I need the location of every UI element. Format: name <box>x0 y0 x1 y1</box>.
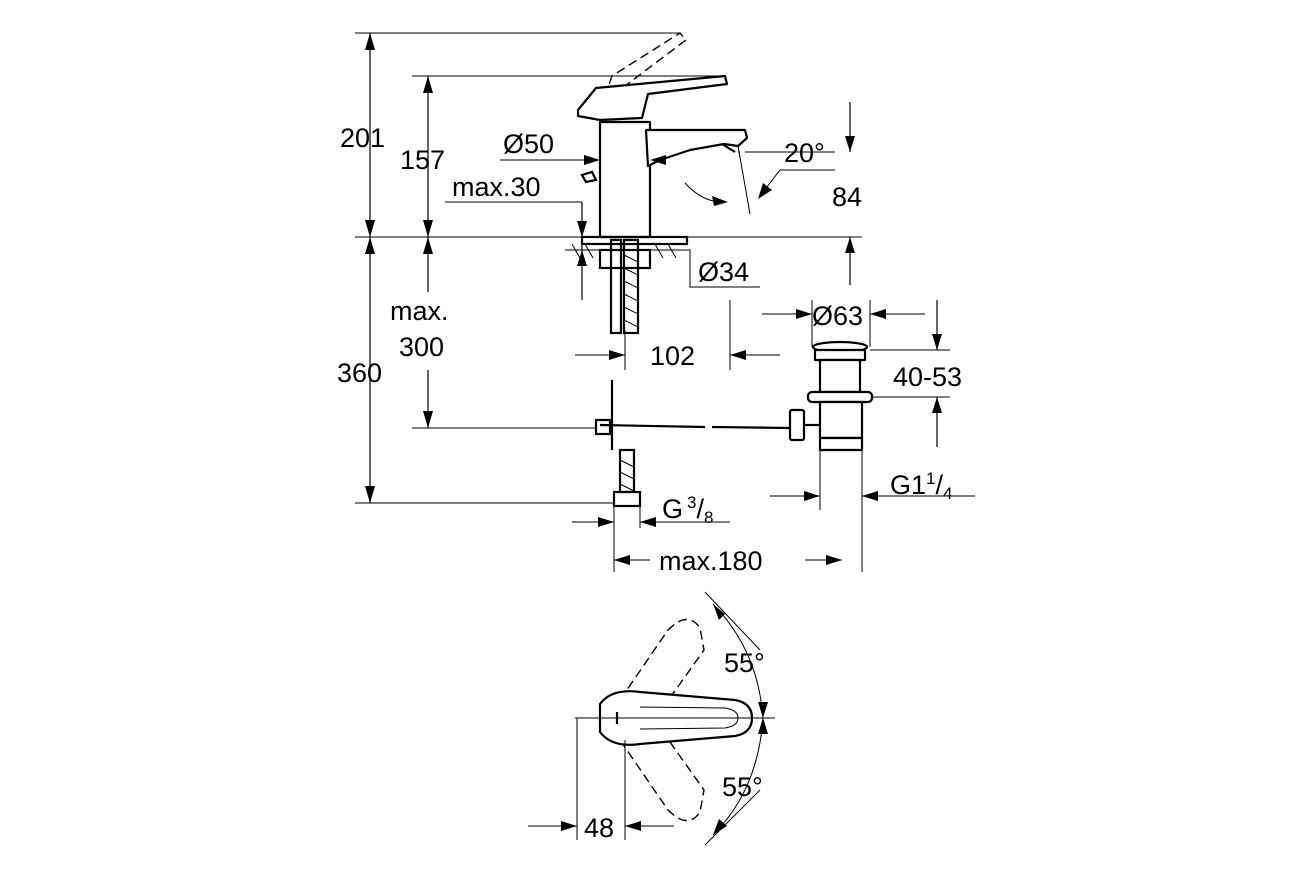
label-o63: Ø63 <box>812 301 863 331</box>
faucet-side-view <box>355 32 862 508</box>
label-o34: Ø34 <box>698 257 749 287</box>
label-84: 84 <box>832 182 862 212</box>
hose-nut <box>612 490 642 508</box>
label-157: 157 <box>400 145 445 175</box>
dimension-labels: 201 157 Ø50 max.30 20° 84 Ø34 360 max. 3… <box>337 123 962 843</box>
flex-hose-upper <box>622 238 640 335</box>
popup-rod <box>580 170 598 184</box>
threaded-shank <box>609 238 623 335</box>
waste-nut <box>818 436 864 452</box>
label-360: 360 <box>337 358 382 388</box>
label-max30: max.30 <box>452 172 541 202</box>
label-55deg-bottom: 55° <box>722 772 763 802</box>
label-300: 300 <box>399 332 444 362</box>
flex-hose-lower <box>618 448 636 494</box>
rod-clip <box>594 418 612 436</box>
waste-rod-nut <box>788 408 806 442</box>
label-20deg: 20° <box>784 138 825 168</box>
label-102: 102 <box>650 341 695 371</box>
lever-left-dashed <box>619 618 705 713</box>
waste-body <box>818 358 862 394</box>
waste-flange <box>806 390 874 404</box>
label-40-53: 40-53 <box>893 362 962 392</box>
waste-tail <box>818 400 864 440</box>
dimension-lines <box>355 32 975 572</box>
faucet-lever <box>576 74 729 122</box>
lever-right-dashed <box>619 727 705 822</box>
faucet-body <box>598 120 652 239</box>
hose-braid <box>623 254 639 328</box>
label-max: max. <box>390 296 449 326</box>
waste-fitting <box>788 340 874 452</box>
label-o50: Ø50 <box>503 129 554 159</box>
label-g1-14: G11/4 <box>890 469 952 503</box>
label-55deg-top: 55° <box>724 648 765 678</box>
lever-top-view <box>528 591 775 846</box>
waste-plug <box>813 348 867 362</box>
popup-horizontal-rod <box>599 423 791 430</box>
spout-aerator <box>721 143 736 153</box>
label-48: 48 <box>584 813 614 843</box>
label-201: 201 <box>340 123 385 153</box>
label-max180: max.180 <box>659 546 763 576</box>
hose-braid-lower <box>619 459 635 492</box>
